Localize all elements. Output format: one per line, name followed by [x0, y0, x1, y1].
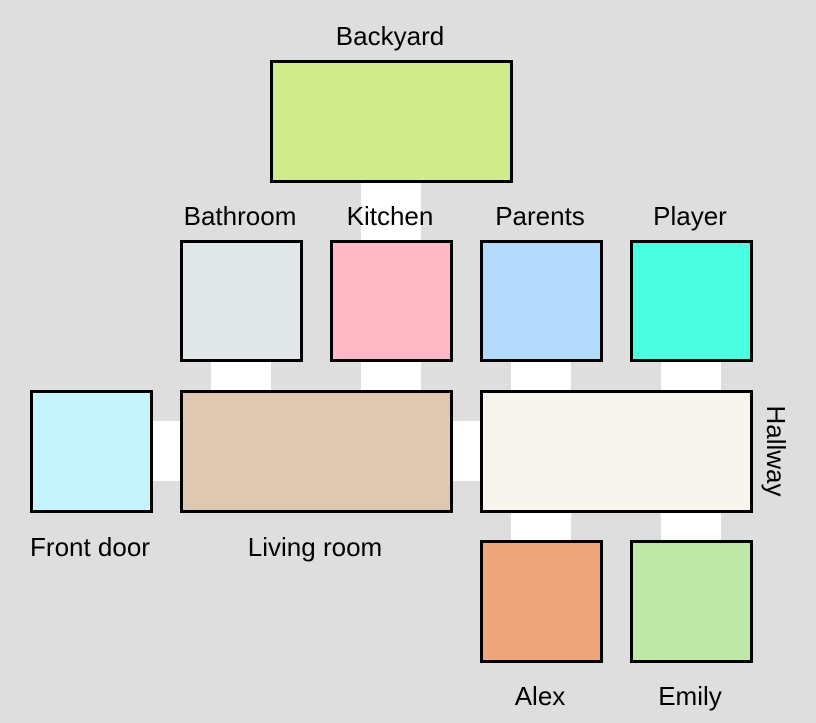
- door-player-hallway[interactable]: [661, 359, 721, 393]
- label-backyard: Backyard: [335, 21, 445, 51]
- room-alex[interactable]: [480, 540, 603, 663]
- door-kitchen-living-room[interactable]: [361, 359, 421, 393]
- door-living-room-hallway[interactable]: [450, 421, 484, 481]
- room-player[interactable]: [630, 240, 753, 362]
- label-parents: Parents: [495, 201, 585, 231]
- room-hallway[interactable]: [480, 390, 753, 513]
- room-backyard[interactable]: [270, 60, 513, 183]
- label-emily: Emily: [658, 681, 722, 711]
- label-living-room: Living room: [247, 532, 383, 562]
- door-front-door-living-room[interactable]: [150, 421, 184, 481]
- room-bathroom[interactable]: [180, 240, 303, 362]
- room-living-room[interactable]: [180, 390, 453, 513]
- label-kitchen: Kitchen: [346, 201, 434, 231]
- door-parents-hallway[interactable]: [511, 359, 571, 393]
- door-bathroom-living-room[interactable]: [211, 359, 271, 393]
- room-front-door[interactable]: [30, 390, 153, 513]
- room-kitchen[interactable]: [330, 240, 453, 362]
- door-kitchen-backyard[interactable]: [361, 182, 421, 242]
- label-player: Player: [653, 201, 727, 231]
- label-hallway: Hallway: [761, 405, 791, 497]
- label-alex: Alex: [514, 681, 566, 711]
- door-hallway-alex[interactable]: [511, 510, 571, 544]
- label-front-door: Front door: [30, 532, 150, 562]
- door-hallway-emily[interactable]: [661, 510, 721, 544]
- room-parents[interactable]: [480, 240, 603, 362]
- label-bathroom: Bathroom: [183, 201, 297, 231]
- room-emily[interactable]: [630, 540, 753, 663]
